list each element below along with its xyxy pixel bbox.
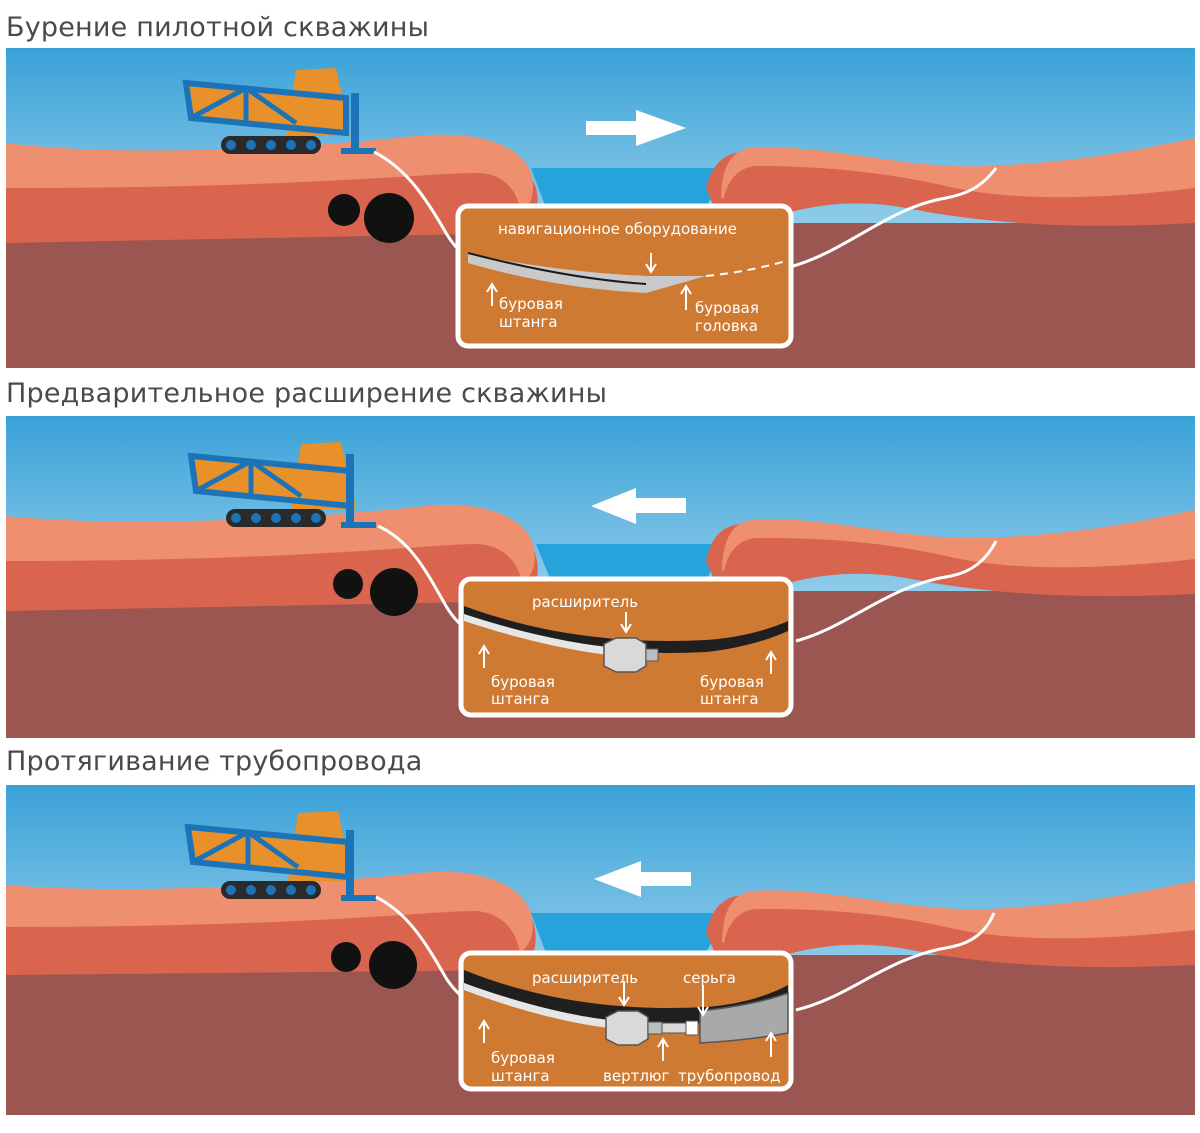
pipe-reel-icon: [328, 193, 414, 243]
inset-label-left-2: штанга: [491, 1067, 550, 1085]
panel-3-title: Протягивание трубопровода: [6, 746, 423, 777]
panel-2-diagram: расширитель буровая штанга буровая штанг…: [6, 416, 1195, 738]
topsoil-right: [721, 138, 1195, 198]
inset-label-top: расширитель: [532, 969, 638, 987]
inset-label-left-1: буровая: [491, 1049, 555, 1067]
panel-2-title: Предварительное расширение скважины: [6, 378, 608, 409]
inset-label-mid: вертлюг: [603, 1067, 670, 1085]
topsoil-left: [6, 504, 535, 584]
direction-arrow-icon: [594, 861, 691, 897]
drilling-rig-icon: [182, 68, 376, 154]
inset-label-right-2: штанга: [700, 690, 759, 708]
inset-label-top-2: серьга: [683, 969, 736, 987]
pipe-reel-icon: [333, 568, 418, 616]
pipe-reel-icon: [331, 941, 417, 989]
inset-box: расширитель буровая штанга буровая штанг…: [458, 576, 794, 718]
direction-arrow-icon: [591, 488, 686, 524]
inset-label-left-1: буровая: [499, 295, 563, 313]
inset-label-top: навигационное оборудование: [498, 220, 737, 238]
drill-path-exit: [795, 540, 998, 643]
topsoil-left: [6, 134, 533, 213]
river-water: [536, 544, 724, 581]
inset-label-left-2: штанга: [499, 313, 558, 331]
river-water: [531, 168, 726, 208]
drill-path-exit: [785, 167, 998, 270]
inset-label-right-1: буровая: [700, 673, 764, 691]
direction-arrow-icon: [586, 110, 686, 146]
drilling-rig-icon: [187, 442, 376, 528]
inset-label-right-1: буровая: [695, 299, 759, 317]
inset-box: расширитель серьга буровая штанга вертлю…: [458, 950, 794, 1092]
inset-label-right: трубопровод: [678, 1067, 780, 1085]
panel-3-diagram: расширитель серьга буровая штанга вертлю…: [6, 785, 1195, 1115]
topsoil-right: [722, 510, 1195, 571]
panel-1-title: Бурение пилотной скважины: [6, 12, 430, 43]
topsoil-left: [6, 871, 533, 953]
drill-path-exit: [795, 912, 996, 1012]
river-water: [531, 913, 726, 953]
panel-1-diagram: навигационное оборудование буровая штанг…: [6, 48, 1195, 368]
inset-label-top: расширитель: [532, 593, 638, 611]
inset-label-left-1: буровая: [491, 673, 555, 691]
inset-box: навигационное оборудование буровая штанг…: [455, 203, 794, 349]
inset-label-right-2: головка: [695, 317, 758, 335]
drilling-rig-icon: [184, 811, 376, 901]
topsoil-right: [722, 881, 1195, 943]
inset-label-left-2: штанга: [491, 690, 550, 708]
